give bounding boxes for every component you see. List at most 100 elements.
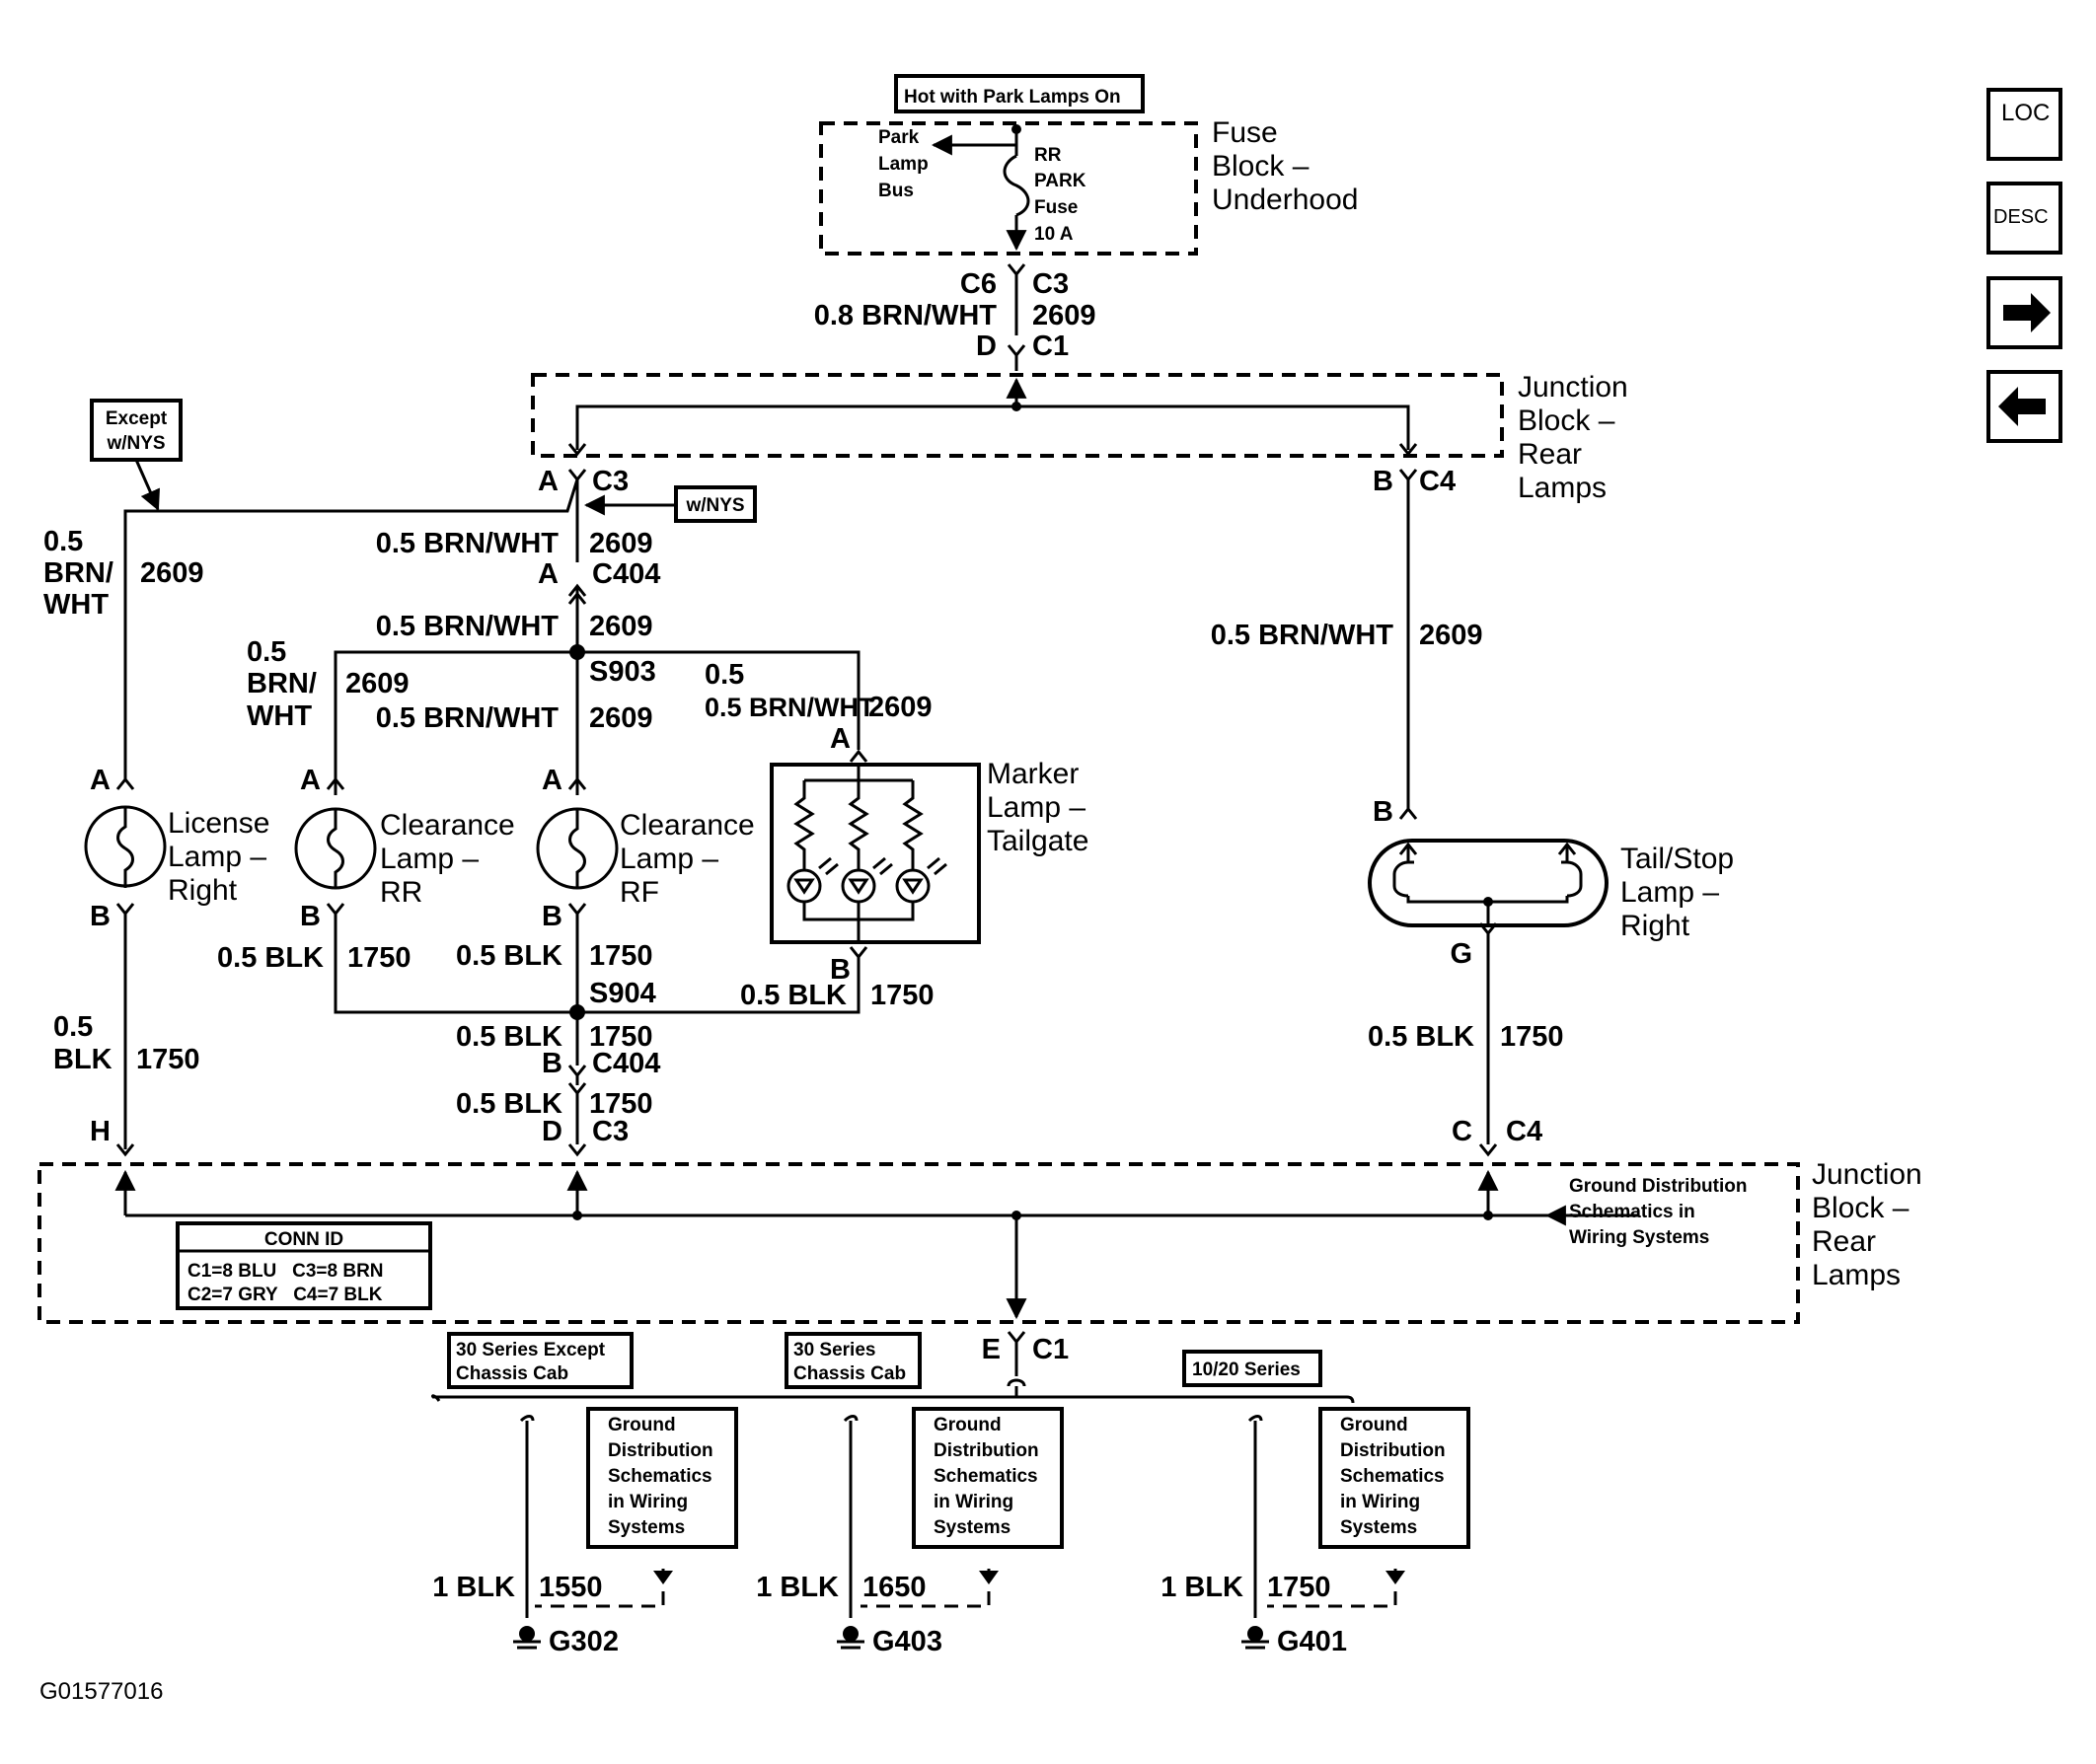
clearance-lamp-rf: A B Clearance Lamp – RF bbox=[536, 765, 755, 1066]
desc-label: DESC bbox=[1993, 206, 2049, 228]
c404b-c404: C404 bbox=[592, 1048, 660, 1079]
jb-bot-title-3: Rear bbox=[1812, 1225, 1876, 1258]
nav-loc-button[interactable]: LOC bbox=[1986, 88, 2062, 161]
jb-top-title-2: Block – bbox=[1518, 404, 1615, 437]
g401-circuit: 1750 bbox=[1267, 1572, 1331, 1603]
ts-g: G bbox=[1450, 938, 1472, 970]
rr-circuit: 2609 bbox=[345, 668, 410, 699]
feed-wire-label: 0.8 BRN/WHT bbox=[814, 300, 998, 331]
g401-wire: 1 BLK bbox=[1160, 1572, 1243, 1603]
lic-blk: BLK bbox=[53, 1044, 112, 1075]
rr-wbrn: BRN/ bbox=[247, 668, 317, 699]
except-nys-box bbox=[90, 399, 183, 462]
lbl-c404: C404 bbox=[592, 558, 660, 590]
fuse-block-title-2: Block – bbox=[1212, 150, 1310, 183]
c3-1750: 1750 bbox=[589, 1088, 653, 1120]
rf-a: A bbox=[542, 765, 562, 796]
lbl-s903: S903 bbox=[589, 656, 656, 688]
fuse-block-title-3: Underhood bbox=[1212, 184, 1358, 216]
lbl-circuit-1: 2609 bbox=[589, 528, 653, 559]
c3-c3: C3 bbox=[592, 1116, 629, 1147]
park-bus-label-1: Park bbox=[878, 127, 920, 148]
jb-bot-title-2: Block – bbox=[1812, 1192, 1909, 1224]
mk-a: A bbox=[830, 723, 851, 755]
g403-box-4: in Wiring bbox=[934, 1492, 1013, 1512]
jb-top-title-4: Lamps bbox=[1518, 472, 1607, 504]
marker-title-2: Lamp – bbox=[987, 791, 1085, 824]
lbl-a-c3: A bbox=[538, 466, 559, 497]
lic-circuit: 2609 bbox=[140, 557, 204, 589]
mk-circuit: 2609 bbox=[868, 692, 933, 723]
lbl-a-c404: A bbox=[538, 558, 559, 590]
g401-box-3: Schematics bbox=[1340, 1466, 1445, 1487]
g403-box-2: Distribution bbox=[934, 1440, 1039, 1461]
g401-box-4: in Wiring bbox=[1340, 1492, 1420, 1512]
rf-blk: 0.5 BLK bbox=[456, 940, 562, 972]
ground-g401: 10/20 Series Ground Distribution Schemat… bbox=[1160, 1350, 1470, 1657]
lbl-s904: S904 bbox=[589, 978, 656, 1009]
c3-d: D bbox=[542, 1116, 562, 1147]
g403-wire: 1 BLK bbox=[756, 1572, 839, 1603]
mk-wire: 0.5 BRN/WHT bbox=[705, 693, 875, 722]
nav-prev-button[interactable] bbox=[1986, 370, 2062, 443]
lbl-c3: C3 bbox=[592, 466, 629, 497]
jb-bot-title-4: Lamps bbox=[1812, 1259, 1901, 1291]
clear-rf-title-2: Lamp – bbox=[620, 843, 718, 875]
conn-id-title: CONN ID bbox=[264, 1229, 343, 1250]
branch-a-c3 bbox=[123, 469, 587, 779]
feed-wire bbox=[1007, 263, 1026, 371]
g401-label: G401 bbox=[1277, 1626, 1347, 1657]
feed-c3: C3 bbox=[1032, 268, 1069, 300]
ground-g403: 30 Series Chassis Cab Ground Distributio… bbox=[756, 1332, 1064, 1657]
lic-1750: 1750 bbox=[136, 1044, 200, 1075]
g302-box-3: Schematics bbox=[608, 1466, 712, 1487]
lic-blk-05: 0.5 bbox=[53, 1011, 93, 1043]
rr-a: A bbox=[300, 765, 321, 796]
nav-next-button[interactable] bbox=[1986, 276, 2062, 349]
g302-series-2: Chassis Cab bbox=[456, 1363, 568, 1384]
ts-c4: C4 bbox=[1506, 1116, 1542, 1147]
rr-w05: 0.5 bbox=[247, 636, 286, 668]
splice-s904 bbox=[569, 1004, 585, 1020]
marker-lamp-tailgate: Marker Lamp – Tailgate B bbox=[577, 749, 1088, 1014]
junction-block-top-outline bbox=[531, 373, 1504, 458]
g302-box-1: Ground bbox=[608, 1415, 676, 1435]
gd-note-3: Wiring Systems bbox=[1569, 1227, 1709, 1248]
tail-stop-lamp: B Tail/Stop Lamp – Right bbox=[1368, 796, 1734, 1144]
rr-1750: 1750 bbox=[347, 942, 412, 974]
gd-note-1: Ground Distribution bbox=[1569, 1176, 1747, 1197]
park-bus-label-3: Bus bbox=[878, 181, 914, 201]
gd-note-2: Schematics in bbox=[1569, 1202, 1695, 1222]
except-nys-1: Except bbox=[106, 408, 168, 429]
clearance-lamp-rr: A B Clearance Lamp – RR bbox=[294, 765, 577, 1014]
c404b-b: B bbox=[542, 1048, 562, 1079]
clear-rr-title-1: Clearance bbox=[380, 809, 515, 842]
fuse-label-2: PARK bbox=[1034, 171, 1086, 191]
fuse-label-1: RR bbox=[1034, 145, 1062, 166]
ts-title-2: Lamp – bbox=[1620, 876, 1719, 909]
rf-b: B bbox=[542, 901, 562, 932]
g401-box-2: Distribution bbox=[1340, 1440, 1446, 1461]
marker-title-1: Marker bbox=[987, 758, 1079, 790]
license-title-3: Right bbox=[168, 874, 238, 907]
feed-c6: C6 bbox=[960, 268, 997, 300]
g302-circuit: 1550 bbox=[539, 1572, 603, 1603]
license-title-1: License bbox=[168, 807, 269, 840]
ground-g302: 30 Series Except Chassis Cab Ground Dist… bbox=[432, 1332, 738, 1657]
jb-top-title-3: Rear bbox=[1518, 438, 1582, 471]
ts-blk: 0.5 BLK bbox=[1368, 1021, 1474, 1053]
jb-bot-title-1: Junction bbox=[1812, 1158, 1922, 1191]
g302-box-2: Distribution bbox=[608, 1440, 713, 1461]
ts-wire: 0.5 BRN/WHT bbox=[1211, 620, 1394, 651]
hot-label: Hot with Park Lamps On bbox=[904, 87, 1121, 108]
jb-top-title-1: Junction bbox=[1518, 371, 1628, 404]
ts-title-1: Tail/Stop bbox=[1620, 843, 1734, 875]
rr-blk: 0.5 BLK bbox=[217, 942, 324, 974]
g403-label: G403 bbox=[872, 1626, 942, 1657]
nav-desc-button[interactable]: DESC bbox=[1986, 182, 2062, 255]
c404b-1750: 1750 bbox=[589, 1021, 653, 1053]
c3-blk: 0.5 BLK bbox=[456, 1088, 562, 1120]
lic-b: B bbox=[90, 901, 111, 932]
g403-series-2: Chassis Cab bbox=[793, 1363, 906, 1384]
